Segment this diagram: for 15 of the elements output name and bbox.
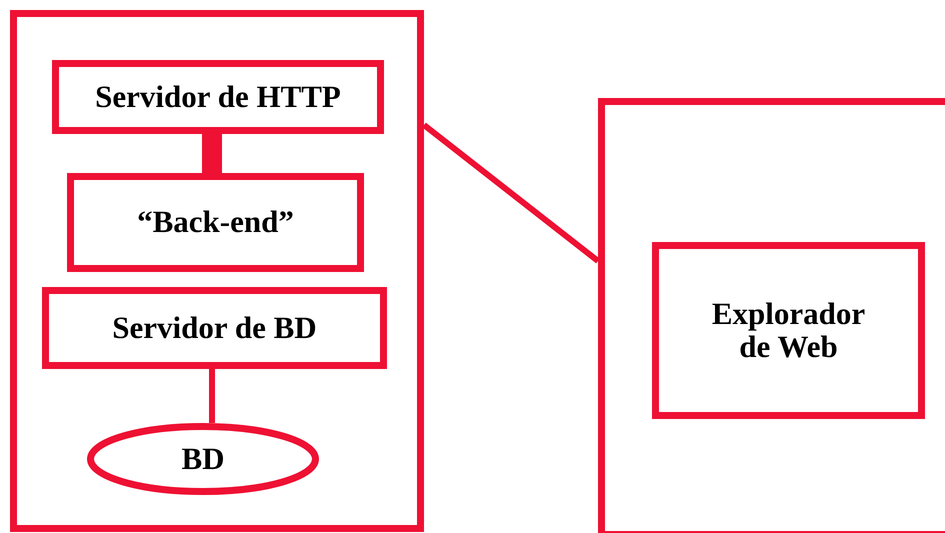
- client-container-box: [598, 98, 945, 533]
- node-label: Explorador de Web: [710, 298, 866, 364]
- database-ellipse: [87, 423, 319, 495]
- node-label: BD: [181, 442, 225, 476]
- node-label: Servidor de BD: [112, 312, 317, 344]
- connector-line: [209, 369, 215, 423]
- server-container-box: [10, 10, 424, 532]
- connector-line: [422, 122, 600, 264]
- component-box: [652, 242, 925, 419]
- component-box: [42, 287, 387, 369]
- component-box: [52, 60, 384, 134]
- component-box: [67, 173, 364, 272]
- node-label: “Back-end”: [137, 206, 294, 239]
- node-label: Servidor de HTTP: [95, 80, 341, 114]
- connector-line: [202, 134, 222, 173]
